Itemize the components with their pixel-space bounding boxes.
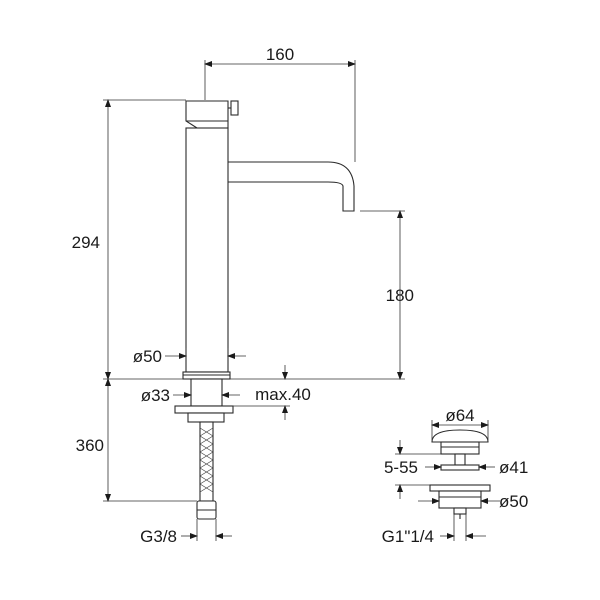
hose-braid [199, 427, 214, 493]
dim-hose-length: 360 [76, 436, 104, 455]
dim-waste-range: 5-55 [384, 458, 418, 477]
waste-stem [454, 453, 466, 466]
waste-ring [440, 464, 480, 471]
faucet-handle [185, 100, 229, 129]
mounting-washer [174, 405, 234, 414]
faucet-drawing [174, 100, 355, 520]
dim-hose-connection: G3/8 [140, 527, 177, 546]
dim-base-diameter: ø33 [141, 386, 170, 405]
faucet-shank [190, 378, 223, 407]
waste-flange [440, 441, 480, 455]
faucet-spout [228, 161, 355, 212]
dim-waste-flange: ø41 [499, 458, 528, 477]
mounting-nut [187, 412, 225, 423]
waste-dimensions: ø64 5-55 ø41 ø50 G1"1/4 [382, 406, 529, 546]
dim-waste-cap: ø64 [445, 406, 474, 425]
waste-body [429, 484, 491, 492]
faucet-body [185, 127, 229, 373]
faucet-lever [230, 100, 239, 116]
dim-spout-reach: 160 [266, 45, 294, 64]
dim-spout-height: 180 [386, 286, 414, 305]
waste-drawing [429, 429, 491, 519]
dim-max-deck: max.40 [255, 385, 311, 404]
dim-body-diameter: ø50 [133, 347, 162, 366]
faucet-dimensions: 160 294 180 ø50 ø33 max.40 360 [72, 45, 414, 546]
waste-tail [453, 507, 467, 515]
dim-waste-thread: G1"1/4 [382, 527, 434, 546]
dim-waste-body: ø50 [499, 492, 528, 511]
waste-body-lower [438, 490, 482, 509]
dim-total-height: 294 [72, 233, 100, 252]
waste-cap [431, 429, 489, 443]
